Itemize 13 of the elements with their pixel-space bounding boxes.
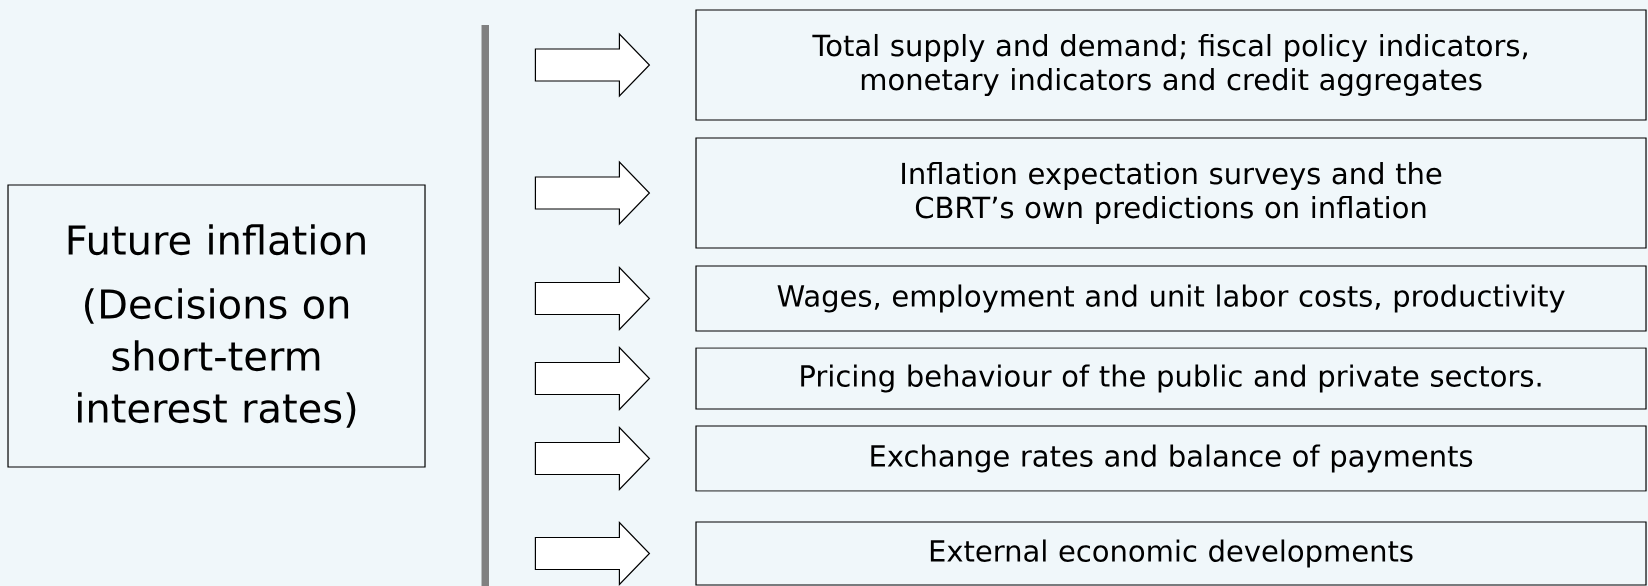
text-box: Future inflation (Decisions on short-term interest rates) [7,184,426,468]
block-arrow [534,266,651,331]
block-arrow [534,521,651,586]
text-box: Pricing behaviour of the public and private sectors. [695,347,1647,410]
block-arrow [534,426,651,491]
block-arrow [534,346,651,411]
text-box: External economic developments [695,521,1647,586]
block-arrow [534,160,651,226]
text-box: Inflation expectation surveys and the CBRT’s own predictions on inflation [695,137,1647,249]
text-box: Wages, employment and unit labor costs, productivity [695,265,1647,332]
text-box: Total supply and demand; fiscal policy indicators, monetary indicators and credit aggregates [695,9,1647,121]
text-box: Exchange rates and balance of payments [695,425,1647,492]
block-arrow [534,32,651,98]
